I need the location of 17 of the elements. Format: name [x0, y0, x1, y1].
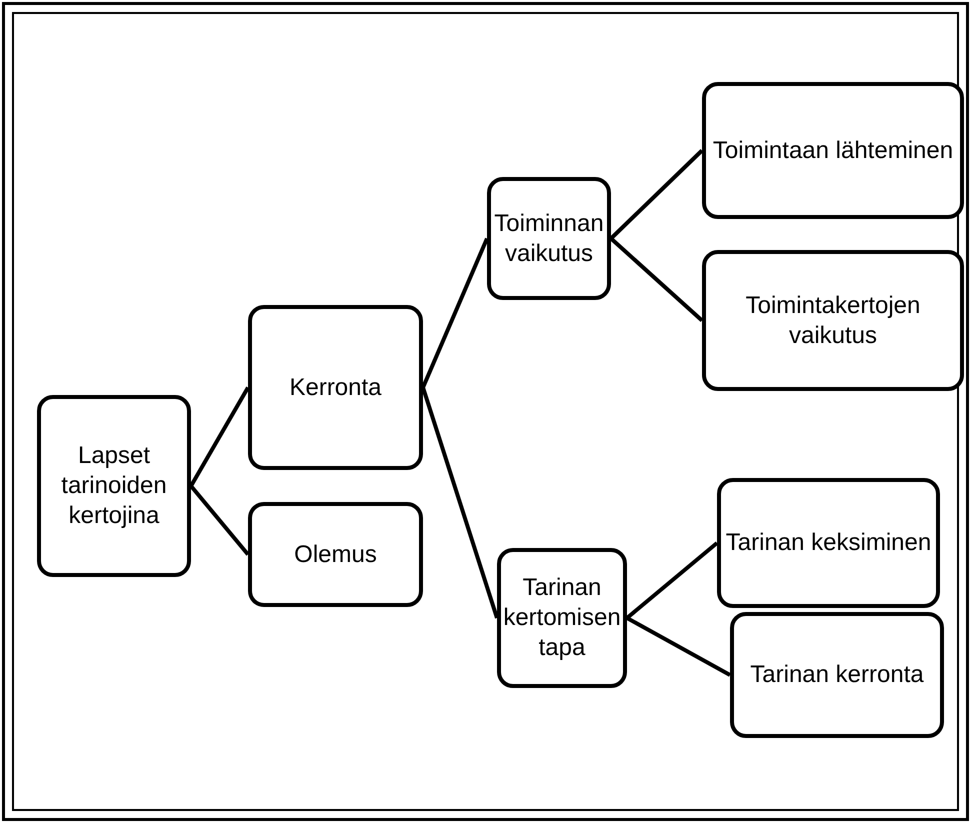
connector-line: [626, 616, 731, 677]
topic-box: Toimintakertojen vaikutus: [702, 250, 964, 391]
connector-line: [626, 541, 718, 620]
topic-box: Kerronta: [248, 305, 423, 470]
connector-line: [189, 386, 250, 487]
topic-box: Tarinan keksiminen: [717, 478, 940, 608]
topic-box: Olemus: [248, 502, 423, 607]
topic-box: Toiminnan vaikutus: [487, 177, 611, 300]
topic-box: Toimintaan lähteminen: [702, 82, 964, 219]
connector-line: [610, 237, 704, 322]
connector-line: [189, 484, 250, 556]
connector-line: [610, 149, 704, 240]
connector-line: [421, 238, 489, 388]
topic-box: Tarinan kertomisen tapa: [497, 548, 627, 688]
topic-box: Tarinan kerronta: [730, 612, 944, 738]
topic-box: Lapset tarinoiden kertojina: [37, 395, 191, 577]
connector-line: [421, 386, 499, 619]
